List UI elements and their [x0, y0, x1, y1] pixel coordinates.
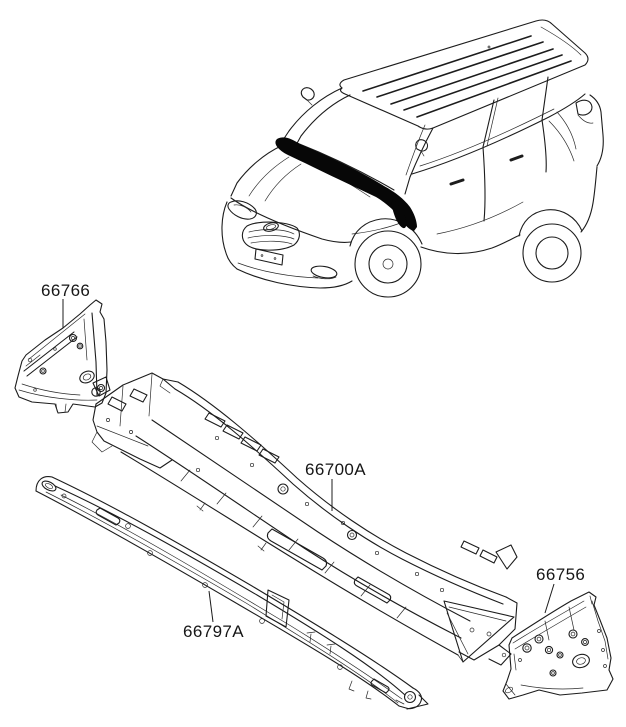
part-label-66766[interactable]: 66766	[41, 281, 91, 300]
door-handle	[509, 154, 524, 162]
headlight	[227, 200, 257, 220]
brand-logo	[263, 222, 279, 232]
part-label-66797a[interactable]: 66797A	[183, 622, 245, 641]
cowl-highlight-area	[275, 137, 417, 231]
part-label-66756[interactable]: 66756	[536, 565, 586, 584]
part-drawing-66766	[14, 299, 108, 414]
grille	[241, 221, 300, 251]
vehicle-illustration	[221, 19, 604, 298]
part-drawing-66756	[502, 591, 614, 700]
leader-line-66797a	[208, 590, 214, 623]
taillight	[575, 99, 593, 116]
part-drawing-66700a	[91, 372, 518, 666]
left-mirror	[300, 87, 315, 101]
rear-wheel	[522, 223, 582, 283]
door-handle	[449, 178, 465, 186]
license-plate	[254, 248, 284, 266]
part-label-66700a[interactable]: 66700A	[305, 460, 367, 479]
leader-line-66756	[544, 583, 555, 614]
part-drawing-66797a	[35, 476, 429, 710]
fog-light	[310, 265, 338, 279]
front-wheel	[354, 230, 422, 298]
right-mirror	[415, 139, 429, 152]
